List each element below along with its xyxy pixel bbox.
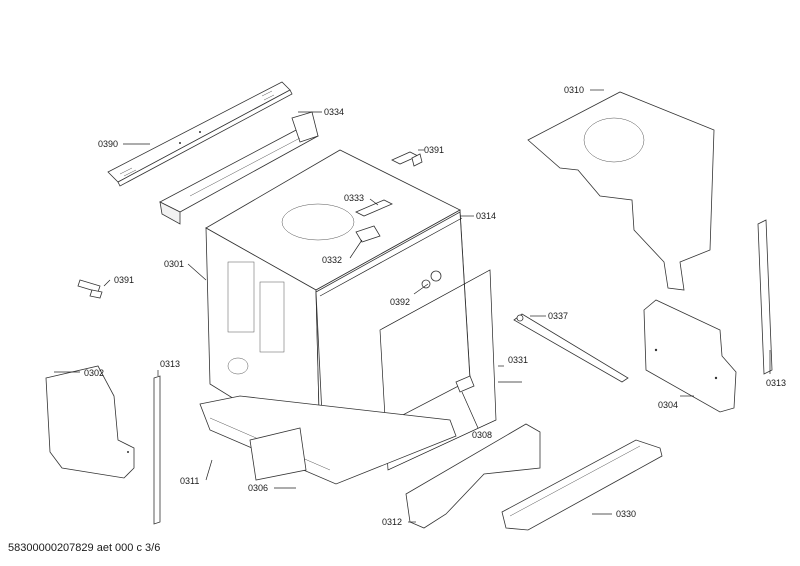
part-0308-holder [455, 375, 475, 393]
part-0390-top-rail [107, 81, 293, 187]
part-0391-clip-top [391, 151, 423, 167]
label-0311: 0311 [180, 476, 199, 486]
label-0313-right: 0313 [766, 378, 786, 388]
label-0302: 0302 [84, 368, 104, 378]
part-number-labels: 0390 0334 0391 0333 0314 0332 0301 0391 … [84, 85, 786, 527]
label-0337: 0337 [548, 311, 568, 321]
part-0392-nozzle [421, 270, 442, 289]
label-0332: 0332 [322, 255, 342, 265]
part-0310-insulation-top [527, 91, 715, 291]
part-0313-strip-left [153, 375, 161, 525]
label-0306: 0306 [248, 483, 268, 493]
label-0308: 0308 [472, 430, 492, 440]
label-0301: 0301 [164, 259, 184, 269]
label-0334: 0334 [324, 107, 344, 117]
part-0312-insulation-front [405, 423, 541, 529]
document-footer-code: 58300000207829 aet 000 c 3/6 [8, 542, 161, 554]
label-0392: 0392 [390, 297, 410, 307]
label-0391-left: 0391 [114, 275, 134, 285]
part-0304-side-panel [643, 299, 737, 413]
part-0333-mount [355, 199, 393, 217]
part-0330-plinth [501, 439, 663, 531]
part-0311-base [199, 395, 457, 485]
part-0306-sump [249, 427, 307, 481]
part-0332-bracket [355, 225, 381, 243]
part-0313-strip-right [757, 219, 773, 375]
label-0310: 0310 [564, 85, 584, 95]
label-0330: 0330 [616, 509, 636, 519]
label-0312: 0312 [382, 517, 402, 527]
label-0333: 0333 [344, 193, 364, 203]
label-0391-top: 0391 [424, 145, 444, 155]
part-0302-side-insulation [45, 365, 135, 479]
label-0314: 0314 [476, 211, 496, 221]
label-0304: 0304 [658, 400, 678, 410]
label-0331: 0331 [508, 355, 528, 365]
part-0337-rod [513, 313, 629, 383]
part-0391-clip-left [77, 279, 103, 299]
label-0390: 0390 [98, 139, 118, 149]
leader-lines [54, 89, 771, 523]
label-0313-left: 0313 [160, 359, 180, 369]
part-0334-bracket [159, 111, 319, 225]
